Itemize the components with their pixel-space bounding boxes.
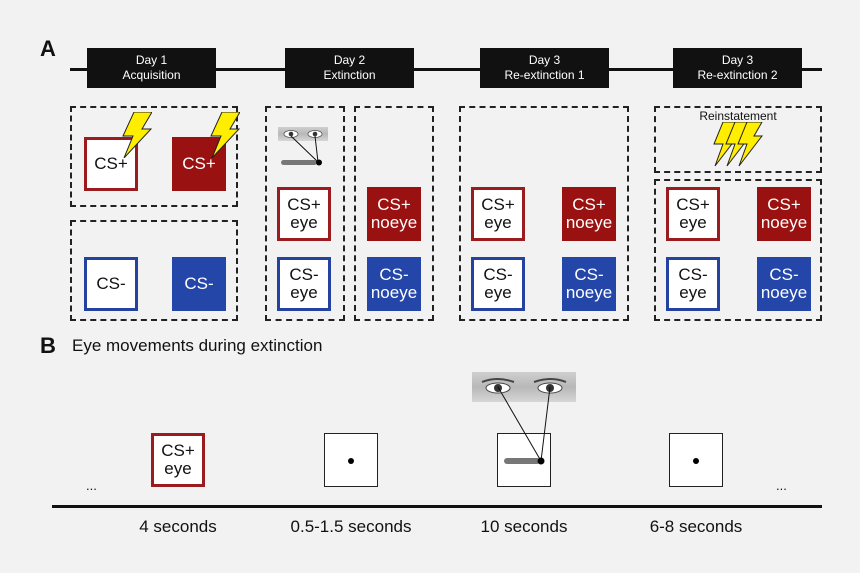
gaze-trace-icon — [497, 386, 551, 465]
cs-label: CS- — [289, 265, 319, 284]
fixation-dot — [348, 458, 354, 464]
ellipsis-left: ... — [86, 478, 97, 493]
fixation-box — [324, 433, 378, 487]
noeye-label: noeye — [760, 213, 808, 232]
fixation-dot — [693, 458, 699, 464]
day-3a-phase: Re-extinction 1 — [504, 68, 585, 82]
day-2-label: Day 2 — [333, 53, 366, 67]
duration-4: 6-8 seconds — [649, 517, 743, 536]
panel-a-label: A — [40, 36, 56, 61]
panel-b-label: B — [40, 333, 56, 358]
noeye-label: noeye — [565, 283, 613, 302]
panel-b-title: Eye movements during extinction — [72, 336, 323, 355]
reinstatement-group — [654, 106, 822, 173]
day-3b-box: Day 3 Re-extinction 2 — [673, 48, 802, 88]
reext1-group — [459, 106, 629, 321]
acq-cs-minus-outline: CS- — [84, 257, 138, 311]
reinstatement-label: Reinstatement — [699, 109, 777, 123]
ext-eye-group — [265, 106, 345, 321]
day-3b-phase: Re-extinction 2 — [697, 68, 778, 82]
acq-cs-minus-filled-label: CS- — [184, 274, 214, 293]
day-3a-box: Day 3 Re-extinction 1 — [480, 48, 609, 88]
acq-cs-minus-filled: CS- — [172, 257, 226, 311]
eye-label: eye — [484, 283, 512, 302]
cs-label: CS- — [574, 265, 604, 284]
reext2-cs-minus-noeye: CS- noeye — [757, 257, 811, 311]
eye-label: eye — [290, 283, 318, 302]
reext2-cs-plus-eye: CS+ eye — [666, 187, 720, 241]
day-1-label: Day 1 — [135, 53, 168, 67]
trial-cs-plus-eye: CS+ eye — [151, 433, 205, 487]
shock-icon — [210, 112, 240, 158]
reext1-cs-plus-noeye: CS+ noeye — [562, 187, 616, 241]
reext2-cs-minus-eye: CS- eye — [666, 257, 720, 311]
ellipsis-right: ... — [776, 478, 787, 493]
cs-label: CS+ — [572, 195, 606, 214]
reext1-cs-minus-eye: CS- eye — [471, 257, 525, 311]
duration-3: 10 seconds — [480, 517, 568, 536]
duration-1: 4 seconds — [139, 517, 217, 536]
noeye-label: noeye — [760, 283, 808, 302]
day-2-phase: Extinction — [323, 68, 376, 82]
gaze-trace-icon — [281, 135, 322, 166]
eyes-photo — [472, 372, 576, 402]
eye-label: eye — [290, 213, 318, 232]
cs-label: CS+ — [161, 441, 195, 460]
ext-noeye-group — [354, 106, 434, 321]
iti-box — [669, 433, 723, 487]
reext1-cs-minus-noeye: CS- noeye — [562, 257, 616, 311]
eye-label: eye — [484, 213, 512, 232]
noeye-label: noeye — [370, 283, 418, 302]
cs-label: CS- — [379, 265, 409, 284]
day-1-box: Day 1 Acquisition — [87, 48, 216, 88]
acq-cs-minus-label: CS- — [96, 274, 126, 293]
day-3a-label: Day 3 — [528, 53, 561, 67]
cs-label: CS+ — [676, 195, 710, 214]
eye-label: eye — [679, 213, 707, 232]
timeline-a — [70, 68, 822, 71]
shock-icon — [122, 112, 152, 158]
cs-label: CS+ — [767, 195, 801, 214]
timeline-b — [52, 505, 822, 508]
reext1-cs-plus-eye: CS+ eye — [471, 187, 525, 241]
ext-cs-plus-eye: CS+ eye — [277, 187, 331, 241]
acq-cs-minus-group — [70, 220, 238, 321]
ext-cs-minus-eye: CS- eye — [277, 257, 331, 311]
eye-label: eye — [679, 283, 707, 302]
acq-cs-plus-group — [70, 106, 238, 207]
cs-label: CS- — [678, 265, 708, 284]
day-1-phase: Acquisition — [122, 68, 181, 82]
cs-label: CS- — [769, 265, 799, 284]
acq-cs-plus-filled-label: CS+ — [182, 154, 216, 173]
cs-label: CS- — [483, 265, 513, 284]
noeye-label: noeye — [565, 213, 613, 232]
reext2-cs-plus-noeye: CS+ noeye — [757, 187, 811, 241]
ext-cs-minus-noeye: CS- noeye — [367, 257, 421, 311]
day-3b-label: Day 3 — [721, 53, 754, 67]
eye-label: eye — [164, 459, 192, 478]
duration-2: 0.5-1.5 seconds — [290, 517, 412, 536]
ext-cs-plus-noeye: CS+ noeye — [367, 187, 421, 241]
reext2-group — [654, 179, 822, 321]
noeye-label: noeye — [370, 213, 418, 232]
shock-cluster-icon — [713, 122, 764, 167]
cs-label: CS+ — [377, 195, 411, 214]
cs-label: CS+ — [287, 195, 321, 214]
day-2-box: Day 2 Extinction — [285, 48, 414, 88]
acq-cs-plus-label: CS+ — [94, 154, 128, 173]
cs-label: CS+ — [481, 195, 515, 214]
